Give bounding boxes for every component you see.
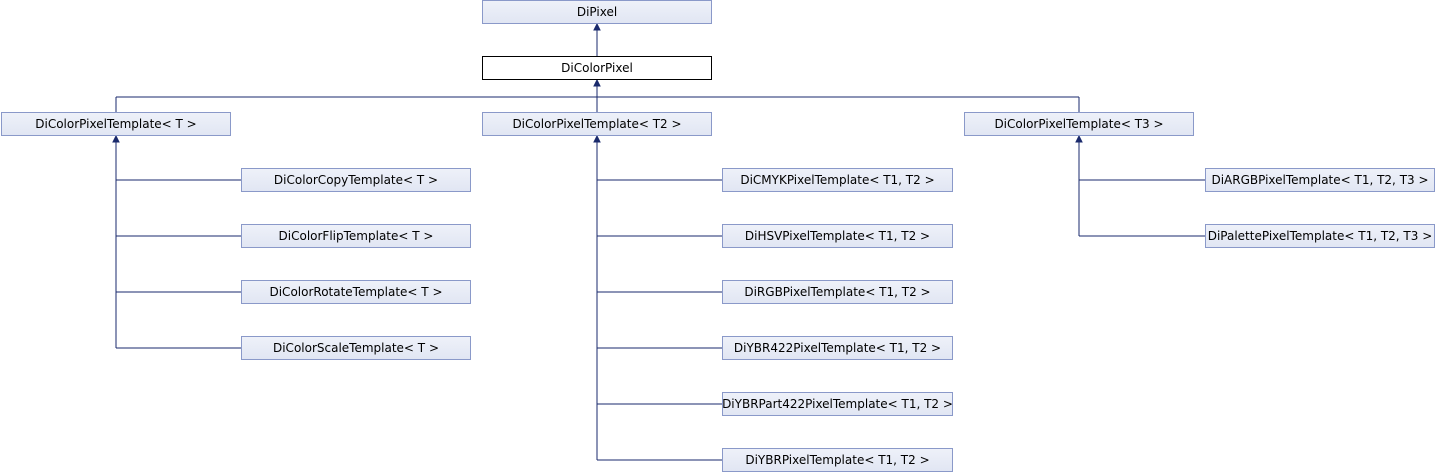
node-template-t2[interactable]: DiColorPixelTemplate< T2 > bbox=[482, 112, 712, 136]
node-dicolorpixel[interactable]: DiColorPixel bbox=[482, 56, 712, 80]
node-rgb-pixel-template[interactable]: DiRGBPixelTemplate< T1, T2 > bbox=[722, 280, 953, 304]
node-dipixel[interactable]: DiPixel bbox=[482, 0, 712, 24]
node-color-rotate-template[interactable]: DiColorRotateTemplate< T > bbox=[241, 280, 471, 304]
node-color-flip-template[interactable]: DiColorFlipTemplate< T > bbox=[241, 224, 471, 248]
arrow-dipixel bbox=[593, 22, 601, 31]
node-template-t3[interactable]: DiColorPixelTemplate< T3 > bbox=[964, 112, 1194, 136]
node-ybr422-pixel-template[interactable]: DiYBR422PixelTemplate< T1, T2 > bbox=[722, 336, 953, 360]
node-cmyk-pixel-template[interactable]: DiCMYKPixelTemplate< T1, T2 > bbox=[722, 168, 953, 192]
arrow-tmpl-t3 bbox=[1075, 134, 1083, 143]
node-ybrpart422-pixel-template[interactable]: DiYBRPart422PixelTemplate< T1, T2 > bbox=[722, 392, 953, 416]
node-color-scale-template[interactable]: DiColorScaleTemplate< T > bbox=[241, 336, 471, 360]
node-color-copy-template[interactable]: DiColorCopyTemplate< T > bbox=[241, 168, 471, 192]
node-hsv-pixel-template[interactable]: DiHSVPixelTemplate< T1, T2 > bbox=[722, 224, 953, 248]
arrow-tmpl-t2 bbox=[593, 134, 601, 143]
node-template-t[interactable]: DiColorPixelTemplate< T > bbox=[1, 112, 231, 136]
node-ybr-pixel-template[interactable]: DiYBRPixelTemplate< T1, T2 > bbox=[722, 448, 953, 472]
node-palette-pixel-template[interactable]: DiPalettePixelTemplate< T1, T2, T3 > bbox=[1205, 224, 1435, 248]
arrow-dicolorpixel bbox=[593, 78, 601, 87]
arrow-tmpl-t bbox=[112, 134, 120, 143]
node-argb-pixel-template[interactable]: DiARGBPixelTemplate< T1, T2, T3 > bbox=[1205, 168, 1435, 192]
